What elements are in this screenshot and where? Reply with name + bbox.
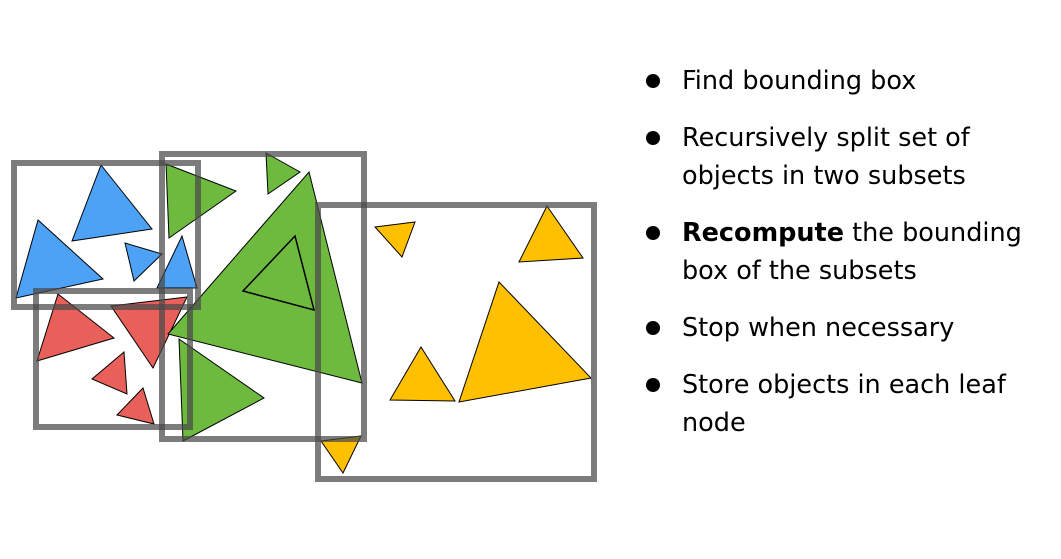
bullet-dot bbox=[646, 131, 660, 145]
bullet-text: Stop when necessary bbox=[682, 313, 955, 343]
yellow-triangle bbox=[458, 281, 593, 403]
bvh-diagram bbox=[11, 151, 597, 482]
bullet-item-recursively-split: Recursively split set of objects in two … bbox=[640, 119, 1055, 195]
yellow-triangle bbox=[518, 205, 584, 263]
bounding-box-yellow bbox=[315, 202, 597, 482]
bullet-dot bbox=[646, 378, 660, 392]
bullet-list: Find bounding box Recursively split set … bbox=[640, 62, 1055, 461]
green-triangles bbox=[165, 152, 363, 442]
bullet-text: the bounding box of the subsets bbox=[682, 218, 1022, 286]
red-triangles bbox=[36, 293, 188, 425]
bullet-item-stop: Stop when necessary bbox=[640, 309, 1055, 347]
bullet-item-store-objects: Store objects in each leaf node bbox=[640, 366, 1055, 442]
yellow-triangle bbox=[389, 346, 456, 402]
yellow-triangle bbox=[373, 221, 416, 258]
bullet-item-recompute: Recompute the bounding box of the subset… bbox=[640, 214, 1055, 290]
bullet-dot bbox=[646, 74, 660, 88]
red-triangle bbox=[116, 387, 155, 425]
green-triangle bbox=[265, 152, 301, 195]
red-triangle bbox=[36, 293, 116, 362]
blue-triangle bbox=[124, 242, 163, 282]
blue-triangle bbox=[71, 164, 153, 242]
bounding-box-red bbox=[33, 288, 193, 430]
blue-triangles bbox=[15, 164, 198, 299]
bullet-text: Find bounding box bbox=[682, 66, 917, 96]
green-triangle bbox=[241, 234, 316, 312]
red-triangle bbox=[91, 350, 128, 395]
bullet-text: Recursively split set of objects in two … bbox=[682, 123, 970, 191]
green-triangle bbox=[178, 338, 265, 442]
bullet-item-find-bounding-box: Find bounding box bbox=[640, 62, 1055, 100]
green-triangle bbox=[167, 170, 363, 384]
bounding-box-green bbox=[159, 151, 367, 442]
bullet-text: Store objects in each leaf node bbox=[682, 370, 1006, 438]
bullet-bold-text: Recompute bbox=[682, 218, 845, 248]
bounding-boxes bbox=[11, 151, 597, 482]
bullet-dot bbox=[646, 226, 660, 240]
yellow-triangles bbox=[320, 205, 593, 474]
bullet-dot bbox=[646, 321, 660, 335]
bounding-box-blue bbox=[11, 160, 201, 310]
